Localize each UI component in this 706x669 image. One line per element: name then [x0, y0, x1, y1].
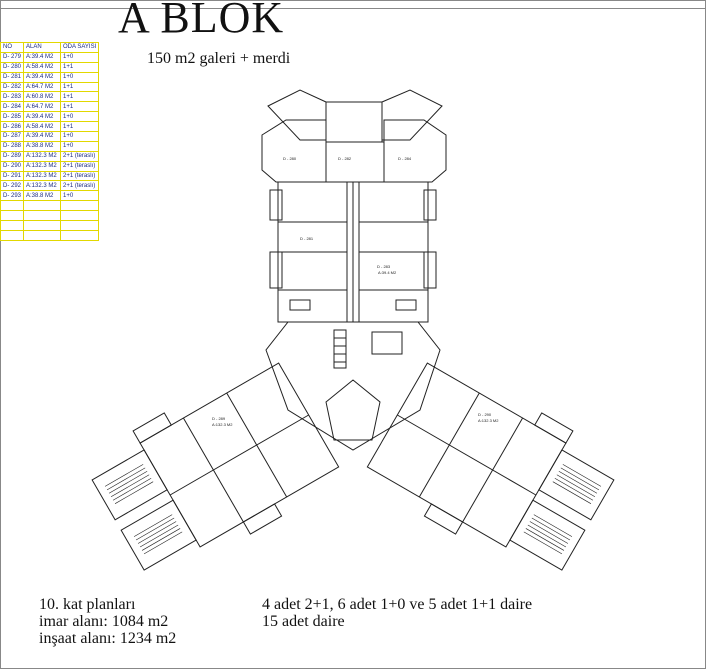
turret-right [381, 89, 443, 141]
balcony [423, 189, 437, 221]
construction-area: inşaat alanı: 1234 m2 [39, 630, 177, 647]
plan-label-d290: D - 290 [478, 412, 492, 417]
plan-label-d290-area: A:132.3 M2 [478, 418, 499, 423]
plan-label-d284: D - 284 [398, 156, 412, 161]
central-core [265, 321, 441, 451]
turret-center [325, 101, 383, 143]
balcony [269, 251, 283, 289]
se-corridor [397, 414, 537, 496]
turret-left [267, 89, 327, 141]
balcony [534, 412, 574, 444]
cell-oda [60, 229, 100, 241]
floor-plan-label: 10. kat planları [39, 596, 136, 613]
stair [333, 329, 347, 369]
plan-label-d283: D - 283 [377, 264, 391, 269]
balcony [423, 503, 464, 535]
zoning-area: imar alanı: 1084 m2 [39, 613, 169, 630]
frame-top-line [0, 8, 706, 9]
plan-label-d280: D - 280 [283, 156, 297, 161]
unit-breakdown: 4 adet 2+1, 6 adet 1+0 ve 5 adet 1+1 dai… [262, 596, 533, 613]
cell-no [0, 229, 25, 241]
floor-info: 10. kat planları imar alanı: 1084 m2 inş… [39, 596, 176, 647]
north-wing [261, 89, 447, 323]
plan-label-d289: D - 289 [212, 416, 226, 421]
bathroom [289, 299, 311, 311]
unit-summary: 4 adet 2+1, 6 adet 1+0 ve 5 adet 1+1 dai… [262, 596, 532, 630]
partition [418, 392, 480, 498]
terrace [509, 499, 586, 571]
elevator-lobby [371, 331, 403, 355]
table-row [0, 229, 100, 241]
unit-d284-outline [383, 119, 447, 183]
plan-label-d282: D - 282 [338, 156, 352, 161]
unit-d282-outline [325, 141, 385, 183]
terrace [120, 499, 197, 571]
south-east-wing [366, 362, 615, 571]
plan-label-d289-area: A:132.3 M2 [212, 422, 233, 427]
gallery-void [325, 379, 381, 441]
partition [182, 417, 244, 523]
plan-label-d281: D - 281 [300, 236, 314, 241]
block-title: A BLOK [118, 0, 285, 42]
plan-label-area: A:39.4 M2 [378, 270, 397, 275]
south-west-wing [91, 362, 340, 571]
partition [226, 392, 288, 498]
unit-d280-outline [261, 119, 327, 183]
balcony [269, 189, 283, 221]
bathroom [395, 299, 417, 311]
core-outline [265, 321, 441, 451]
balcony [132, 412, 172, 444]
block-subtitle: 150 m2 galeri + merdi [147, 50, 291, 67]
unit-total: 15 adet daire [262, 613, 345, 630]
sw-corridor [169, 414, 309, 496]
balcony [242, 503, 283, 535]
balcony [423, 251, 437, 289]
terrace [91, 449, 168, 521]
terrace [538, 449, 615, 521]
partition [462, 417, 524, 523]
